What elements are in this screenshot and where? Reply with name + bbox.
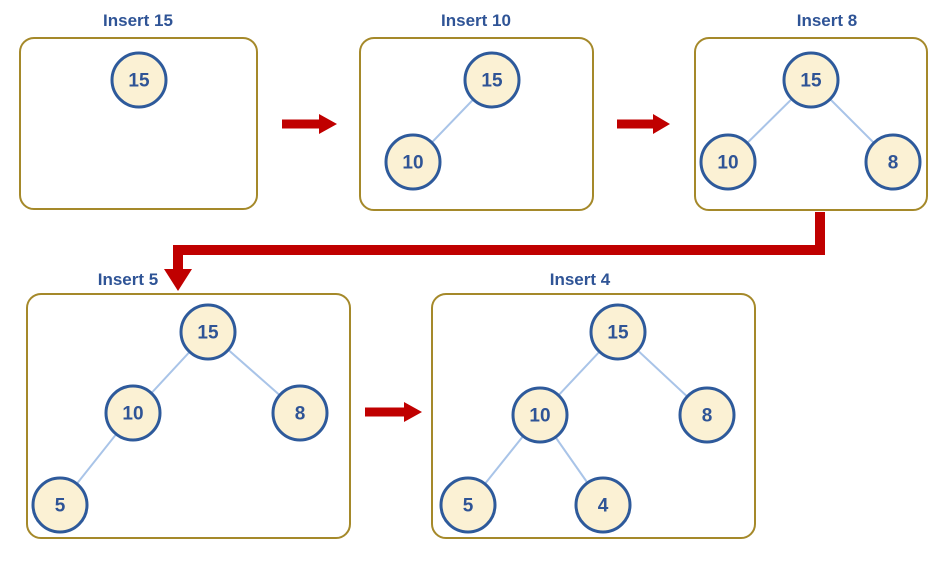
tree-node-8 [271,384,329,442]
tree-node-4 [574,476,632,534]
tree-node-label: 8 [888,153,899,174]
tree-node-label: 10 [717,153,738,174]
panel-box [19,37,258,210]
panel-insert-4: Insert 4 15 10 8 5 4 [431,270,756,539]
tree-node-15 [589,303,647,361]
tree-node-8 [864,133,922,191]
panel-title: Insert 5 [98,270,158,289]
panel-title: Insert 4 [550,270,611,289]
tree-node-5 [31,476,89,534]
flow-arrow-elbow [173,212,825,271]
panel-box [431,293,756,539]
panel-title: Insert 8 [797,11,857,30]
tree-node-label: 15 [197,323,219,344]
flow-arrow-right [365,402,422,422]
tree-node-5 [439,476,497,534]
panel-insert-8: Insert 8 15 10 8 [694,11,928,211]
tree-node-label: 4 [598,496,609,517]
tree-node-15 [463,51,521,109]
flow-arrow-right [617,114,670,134]
tree-node-label: 10 [402,153,423,174]
panel-box [26,293,351,539]
flow-arrow-head-down [164,269,192,291]
tree-node-15 [179,303,237,361]
tree-node-label: 8 [295,404,306,425]
panel-insert-10: Insert 10 15 10 [359,11,594,211]
flow-arrow-right [282,114,337,134]
tree-node-10 [699,133,757,191]
tree-node-label: 10 [529,406,550,427]
tree-node-15 [782,51,840,109]
tree-node-label: 15 [800,71,822,92]
tree-node-10 [511,386,569,444]
tree-node-label: 15 [128,71,150,92]
panel-insert-15: Insert 15 15 [19,11,258,210]
panel-title: Insert 15 [103,11,173,30]
tree-node-15 [110,51,168,109]
tree-node-label: 5 [55,496,66,517]
tree-node-label: 8 [702,406,713,427]
panel-insert-5: Insert 5 15 10 8 5 [26,270,351,539]
tree-node-label: 15 [481,71,503,92]
tree-node-10 [104,384,162,442]
panel-title: Insert 10 [441,11,511,30]
tree-node-10 [384,133,442,191]
tree-node-label: 15 [607,323,629,344]
tree-node-label: 10 [122,404,143,425]
tree-node-label: 5 [463,496,474,517]
tree-node-8 [678,386,736,444]
